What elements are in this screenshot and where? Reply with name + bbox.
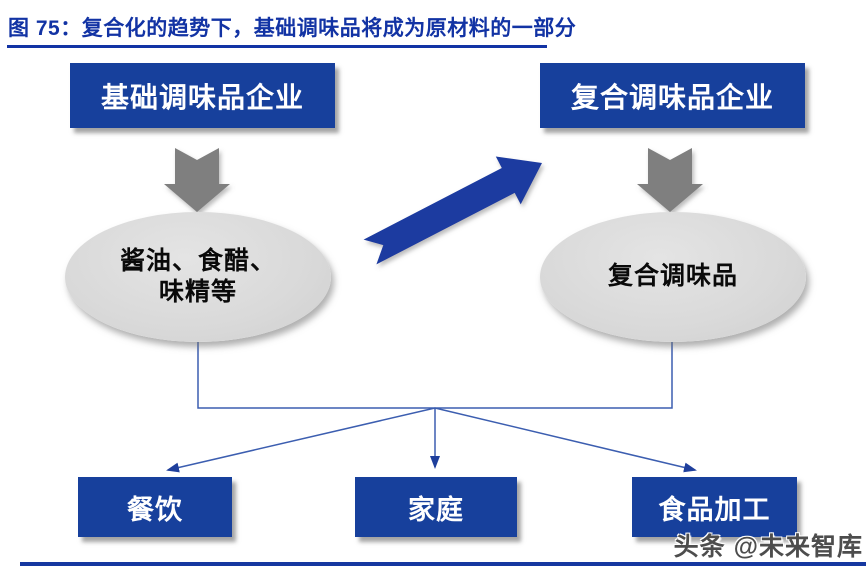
ellipse-label-line: 味精等 xyxy=(158,278,237,306)
node-channel-catering: 餐饮 xyxy=(78,477,232,537)
node-basic-products-ellipse: 酱油、食醋、 味精等 xyxy=(65,212,331,342)
node-compound-seasoning-company: 复合调味品企业 xyxy=(540,63,805,128)
diagonal-arrow-icon xyxy=(363,156,542,265)
connector-lines xyxy=(166,342,697,473)
node-label: 复合调味品企业 xyxy=(570,81,774,113)
ellipse-label-line: 酱油、食醋、 xyxy=(119,246,276,275)
figure-title: 图 75：复合化的趋势下，基础调味品将成为原材料的一部分 xyxy=(8,17,577,40)
node-label: 餐饮 xyxy=(127,494,183,525)
down-arrow-icon-left xyxy=(164,148,230,212)
watermark: 头条 @未来智库 xyxy=(673,533,863,561)
node-compound-products-ellipse: 复合调味品 xyxy=(540,212,806,342)
down-arrow-icons xyxy=(164,148,703,212)
ellipse-label-line: 复合调味品 xyxy=(607,262,738,291)
title-underline xyxy=(7,45,547,48)
down-arrow-icon-right xyxy=(637,148,703,212)
node-label: 食品加工 xyxy=(658,494,771,525)
node-channel-food-processing: 食品加工 xyxy=(632,477,797,537)
node-channel-household: 家庭 xyxy=(355,477,517,537)
node-label: 基础调味品企业 xyxy=(100,81,304,113)
bottom-rule xyxy=(20,562,866,566)
node-basic-seasoning-company: 基础调味品企业 xyxy=(70,63,335,128)
node-label: 家庭 xyxy=(408,494,464,525)
